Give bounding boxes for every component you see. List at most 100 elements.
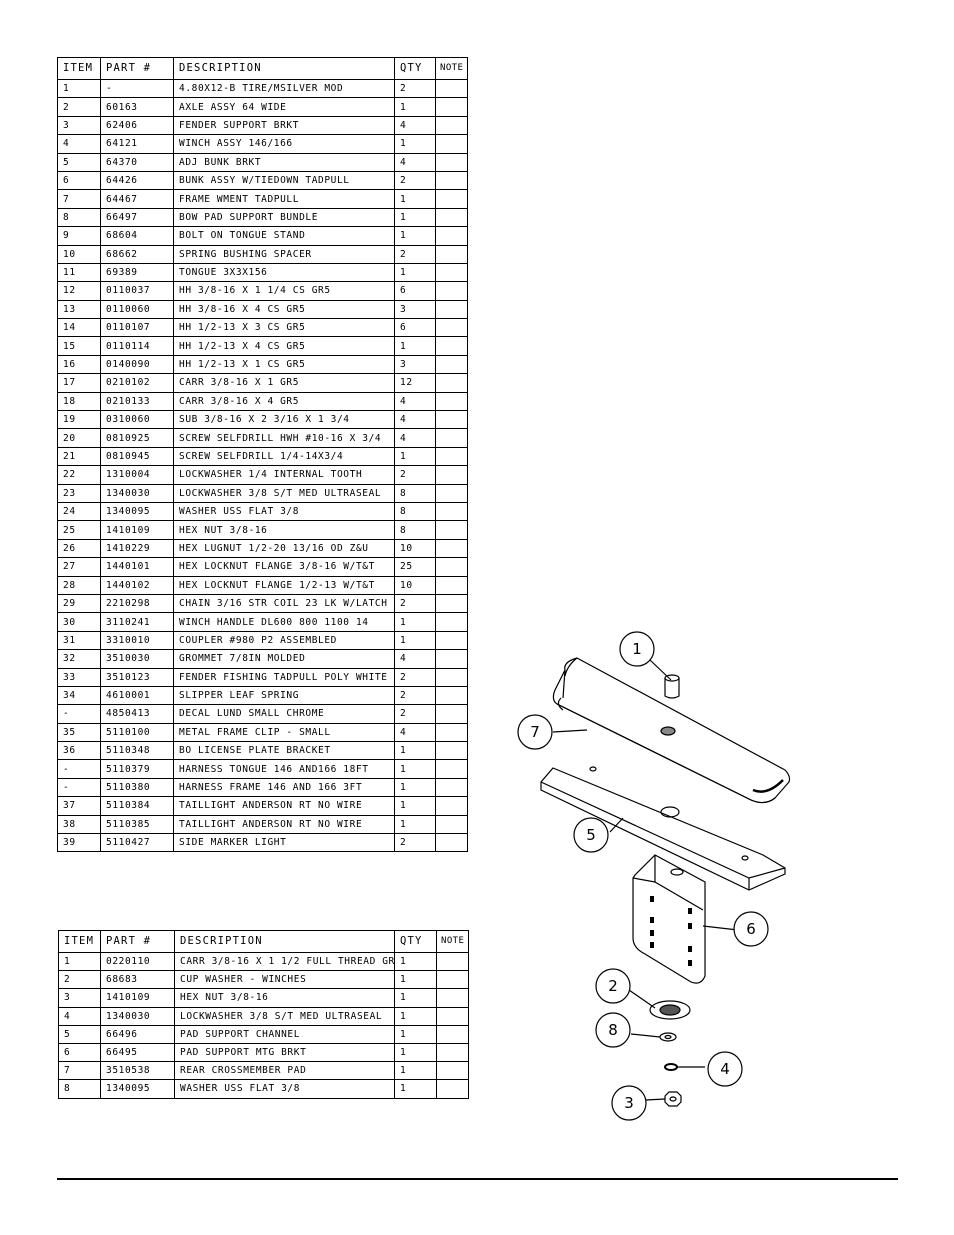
cell-part: 1440101: [100, 557, 174, 577]
cell-description: SIDE MARKER LIGHT: [173, 833, 395, 853]
cell-note: [435, 667, 468, 687]
cell-part: 0310060: [100, 410, 174, 430]
cell-part: 1410229: [100, 538, 174, 559]
cell-note: [435, 777, 468, 798]
header-qty: QTY: [394, 930, 437, 953]
cell-item: 23: [57, 483, 101, 503]
cell-description: HEX LUGNUT 1/2-20 13/16 OD Z&U: [173, 538, 395, 559]
cell-description: HEX LOCKNUT FLANGE 3/8-16 W/T&T: [173, 557, 395, 577]
cell-description: TONGUE 3X3X156: [173, 262, 395, 283]
cell-item: 13: [57, 299, 101, 320]
cell-description: BOLT ON TONGUE STAND: [173, 226, 395, 246]
cell-qty: 4: [394, 722, 436, 743]
cell-description: BO LICENSE PLATE BRACKET: [173, 741, 395, 761]
cell-item: 17: [57, 373, 101, 393]
cell-qty: 1: [394, 741, 436, 761]
cell-description: HH 3/8-16 X 4 CS GR5: [173, 299, 395, 320]
cell-description: SLIPPER LEAF SPRING: [173, 685, 395, 706]
cell-note: [435, 704, 468, 724]
cell-description: LOCKWASHER 1/4 INTERNAL TOOTH: [173, 465, 395, 485]
cell-qty: 1: [394, 1024, 437, 1044]
cell-part: 0210102: [100, 373, 174, 393]
cell-note: [435, 373, 468, 393]
header-description: DESCRIPTION: [174, 930, 395, 953]
cell-note: [435, 391, 468, 412]
cell-description: DECAL LUND SMALL CHROME: [173, 704, 395, 724]
cell-note: [436, 1061, 469, 1081]
cell-part: 64467: [100, 189, 174, 209]
cell-qty: 1: [394, 262, 436, 283]
cell-description: AXLE ASSY 64 WIDE: [173, 97, 395, 117]
callout-4: 4: [720, 1060, 730, 1078]
cell-qty: 2: [394, 465, 436, 485]
cell-item: 33: [57, 667, 101, 687]
cell-description: WASHER USS FLAT 3/8: [173, 501, 395, 522]
cell-qty: 2: [394, 78, 436, 99]
cell-note: [435, 354, 468, 375]
cell-description: FRAME WMENT TADPULL: [173, 189, 395, 209]
cell-item: 3: [58, 988, 101, 1008]
cell-item: 2: [58, 970, 101, 990]
cell-item: 31: [57, 630, 101, 651]
header-part: PART #: [100, 57, 174, 80]
cell-item: 5: [57, 152, 101, 172]
cell-description: BUNK ASSY W/TIEDOWN TADPULL: [173, 170, 395, 191]
cell-note: [435, 446, 468, 467]
cell-description: WINCH ASSY 146/166: [173, 134, 395, 154]
cell-qty: 4: [394, 410, 436, 430]
lockwasher-drawing: [664, 1063, 678, 1071]
cell-note: [435, 115, 468, 136]
cell-part: 64370: [100, 152, 174, 172]
cell-qty: 2: [394, 244, 436, 264]
cell-note: [435, 78, 468, 99]
cell-qty: 1: [394, 630, 436, 651]
cell-item: 20: [57, 428, 101, 448]
cell-description: WINCH HANDLE DL600 800 1100 14: [173, 612, 395, 632]
cell-note: [435, 685, 468, 706]
cell-note: [435, 557, 468, 577]
cell-note: [436, 1042, 469, 1063]
cell-part: 60163: [100, 97, 174, 117]
cell-item: 29: [57, 593, 101, 614]
cell-note: [435, 612, 468, 632]
cell-qty: 3: [394, 299, 436, 320]
cell-note: [436, 1024, 469, 1044]
carriage-bolt-drawing: [664, 674, 680, 699]
cell-item: 34: [57, 685, 101, 706]
cell-qty: 1: [394, 759, 436, 779]
cell-note: [435, 593, 468, 614]
cell-description: HEX NUT 3/8-16: [173, 520, 395, 540]
cell-item: 9: [57, 226, 101, 246]
table-header-row: ITEM PART # DESCRIPTION QTY NOTE: [57, 57, 468, 80]
cell-item: 27: [57, 557, 101, 577]
cell-part: 64426: [100, 170, 174, 191]
cell-description: HH 3/8-16 X 1 1/4 CS GR5: [173, 281, 395, 301]
cell-qty: 1: [394, 446, 436, 467]
cell-description: COUPLER #980 P2 ASSEMBLED: [173, 630, 395, 651]
cell-description: SCREW SELFDRILL HWH #10-16 X 3/4: [173, 428, 395, 448]
cell-note: [435, 207, 468, 228]
cell-description: LOCKWASHER 3/8 S/T MED ULTRASEAL: [173, 483, 395, 503]
cell-qty: 1: [394, 97, 436, 117]
cell-qty: 2: [394, 833, 436, 853]
cell-note: [435, 318, 468, 338]
cell-qty: 2: [394, 667, 436, 687]
table-header-row: ITEM PART # DESCRIPTION QTY NOTE: [58, 930, 469, 953]
cell-note: [436, 970, 469, 990]
cell-description: CUP WASHER - WINCHES: [174, 970, 395, 990]
cell-note: [435, 649, 468, 669]
cell-item: -: [57, 759, 101, 779]
cell-item: 6: [58, 1042, 101, 1063]
cell-part: 1340095: [100, 1079, 175, 1099]
cell-item: 15: [57, 336, 101, 356]
